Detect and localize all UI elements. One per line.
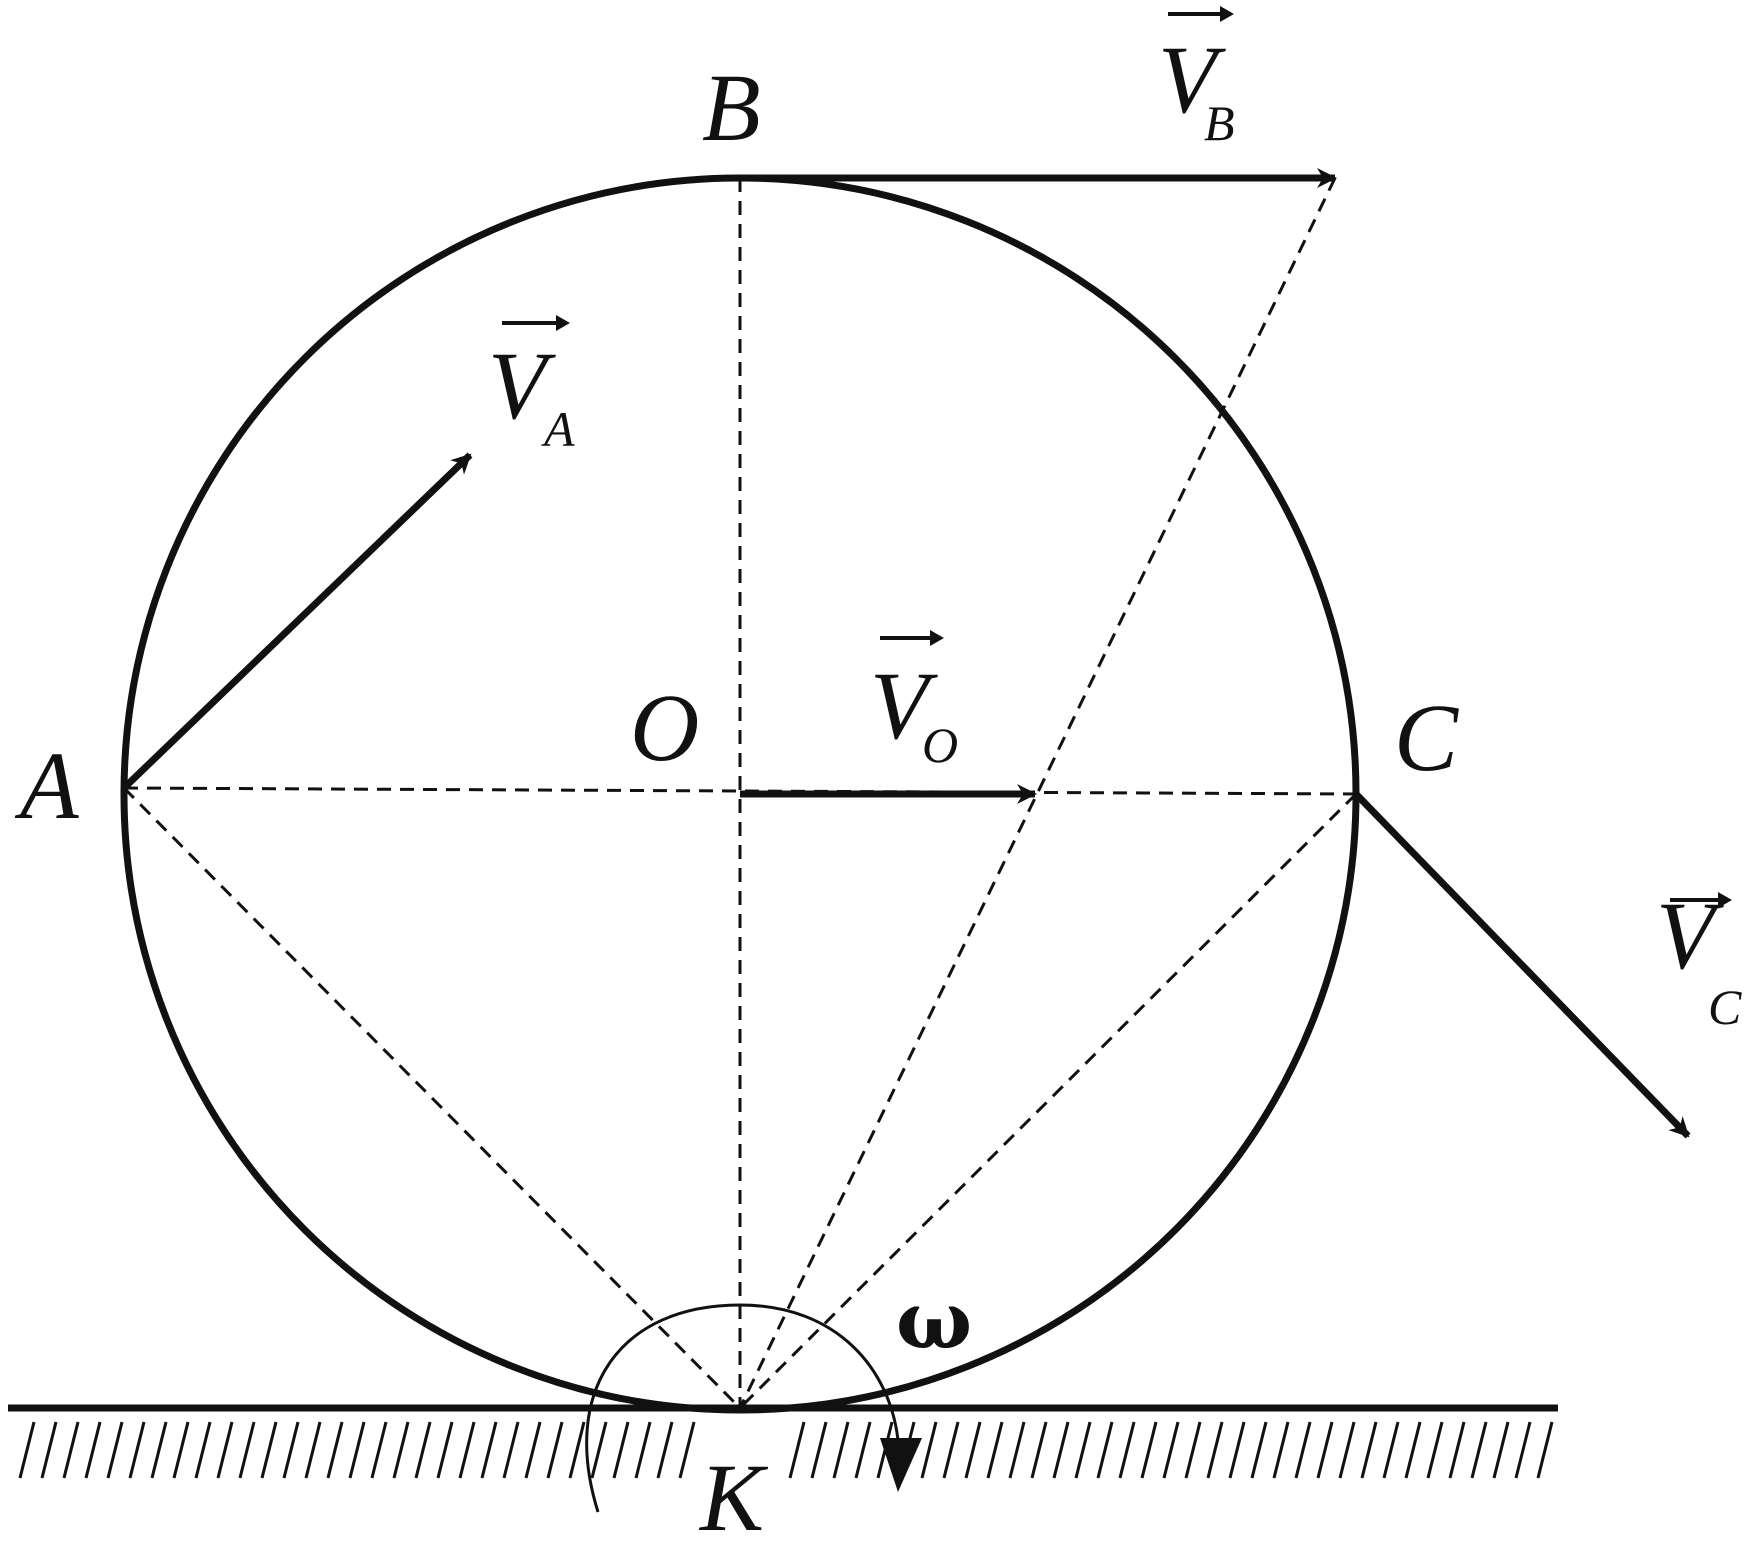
vector-VA-main: V [488,332,556,439]
hatch-mark [326,1421,344,1479]
hatch-mark [1162,1421,1180,1479]
hatch-mark [1250,1421,1268,1479]
hatch-mark [62,1421,80,1479]
vector-label-VA: V A [488,315,575,457]
hatch-mark [854,1421,872,1479]
hatch-mark [304,1421,322,1479]
hatch-mark [1030,1421,1048,1479]
hatch-mark [1052,1421,1070,1479]
hatch-mark [1228,1421,1246,1479]
hatch-mark [920,1421,938,1479]
vector-VO-sub: O [922,717,958,773]
vector-VB-sub: B [1204,95,1235,151]
hatch-mark [502,1421,520,1479]
hatch-mark [216,1421,234,1479]
angular-velocity-label: ω [896,1273,972,1367]
hatch-mark [788,1421,806,1479]
vector-VC-sub: C [1708,979,1742,1035]
hatch-mark [150,1421,168,1479]
hatch-mark [546,1421,564,1479]
vector-label-VB: V B [1158,6,1235,151]
hatch-mark [172,1421,190,1479]
line-C-K-dashed [738,792,1358,1410]
vector-VC-overarrow-head [1718,892,1732,908]
hatch-mark [1382,1421,1400,1479]
hatch-mark [1074,1421,1092,1479]
hatch-mark [18,1421,36,1479]
line-VB-tip-K-dashed [738,177,1337,1409]
hatch-mark [370,1421,388,1479]
ground-hatching [18,1421,1554,1479]
construction-lines [122,177,1358,1410]
point-label-O: O [630,674,699,781]
velocity-vector-VC [1353,791,1691,1139]
hatch-mark [1272,1421,1290,1479]
hatch-mark [656,1421,674,1479]
hatch-mark [1426,1421,1444,1479]
hatch-mark [1294,1421,1312,1479]
hatch-mark [1118,1421,1136,1479]
point-label-K: K [698,1444,769,1542]
hatch-mark [942,1421,960,1479]
hatch-mark [1316,1421,1334,1479]
hatch-mark [436,1421,454,1479]
hatch-mark [1470,1421,1488,1479]
hatch-mark [1096,1421,1114,1479]
hatch-mark [1360,1421,1378,1479]
hatch-mark [1338,1421,1356,1479]
hatch-mark [106,1421,124,1479]
hatch-mark [194,1421,212,1479]
hatch-mark [1536,1421,1554,1479]
hatch-mark [1514,1421,1532,1479]
hatch-mark [1140,1421,1158,1479]
line-A-K-dashed [122,786,742,1410]
hatch-mark [84,1421,102,1479]
hatch-mark [964,1421,982,1479]
omega-arrowhead [880,1438,922,1492]
omega-rotation-arc [585,1303,900,1513]
point-label-A: A [14,732,79,839]
hatch-mark [1206,1421,1224,1479]
hatch-mark [986,1421,1004,1479]
vector-label-VC: V C [1656,882,1742,1035]
vector-VO-main: V [870,652,938,759]
hatch-mark [40,1421,58,1479]
hatch-mark [238,1421,256,1479]
vector-VA-overarrow-head [556,315,570,331]
vector-VA-sub: A [541,401,575,457]
hatch-mark [480,1421,498,1479]
hatch-mark [392,1421,410,1479]
hatch-mark [810,1421,828,1479]
vector-VB-overarrow-head [1220,6,1234,22]
hatch-mark [832,1421,850,1479]
hatch-mark [128,1421,146,1479]
hatch-mark [282,1421,300,1479]
hatch-mark [1008,1421,1026,1479]
hatch-mark [568,1421,586,1479]
hatch-mark [634,1421,652,1479]
hatch-mark [458,1421,476,1479]
point-label-C: C [1394,684,1459,791]
hatch-mark [1492,1421,1510,1479]
vector-VB-main: V [1158,26,1226,133]
hatch-mark [1184,1421,1202,1479]
velocity-vector-VA [121,452,473,791]
vector-VO-overarrow-head [930,630,944,646]
vector-label-VO: V O [870,630,958,773]
hatch-mark [678,1421,696,1479]
hatch-mark [612,1421,630,1479]
point-label-B: B [702,54,761,161]
hatch-mark [1448,1421,1466,1479]
hatch-mark [524,1421,542,1479]
hatch-mark [260,1421,278,1479]
hatch-mark [348,1421,366,1479]
hatch-mark [590,1421,608,1479]
hatch-mark [1404,1421,1422,1479]
hatch-mark [414,1421,432,1479]
